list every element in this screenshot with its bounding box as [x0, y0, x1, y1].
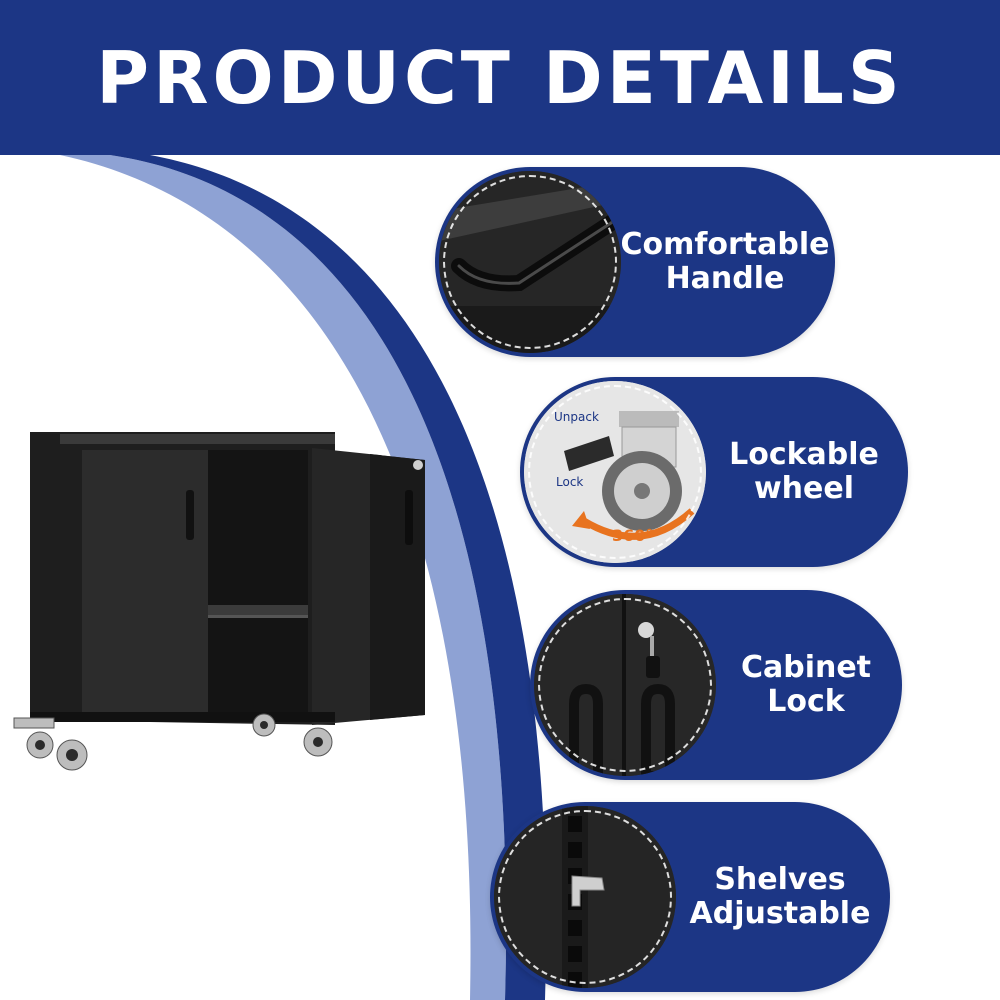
page-title: PRODUCT DETAILS — [96, 35, 904, 120]
caster-wheel-icon: Unpack Lock 360° — [524, 381, 706, 563]
shelf-bracket-icon — [494, 806, 676, 988]
lock-annotation: Lock — [556, 475, 583, 489]
feature-title-line2: wheel — [753, 471, 855, 506]
cabinet-image — [13, 432, 425, 771]
feature-title-line2: Adjustable — [689, 896, 871, 931]
feature-wheel: Unpack Lock 360° Lockable wheel — [520, 377, 908, 567]
feature-title-line1: Lockable — [729, 437, 879, 472]
feature-shelves: Shelves Adjustable — [490, 802, 890, 992]
key-lock-icon — [534, 594, 716, 776]
handle-icon — [439, 171, 621, 353]
decorative-arc — [60, 155, 547, 1000]
feature-lock: Cabinet Lock — [530, 590, 902, 780]
header-banner: PRODUCT DETAILS — [0, 0, 1000, 155]
feature-title-line1: Cabinet — [740, 650, 872, 685]
feature-handle: Comfortable Handle — [435, 167, 835, 357]
feature-title-line1: Shelves — [714, 862, 846, 897]
rotation-annotation: 360° — [612, 526, 653, 545]
feature-title-line2: Handle — [665, 261, 785, 296]
feature-title-line2: Lock — [767, 684, 845, 719]
unpack-annotation: Unpack — [554, 410, 599, 424]
feature-title-line1: Comfortable — [620, 227, 830, 262]
